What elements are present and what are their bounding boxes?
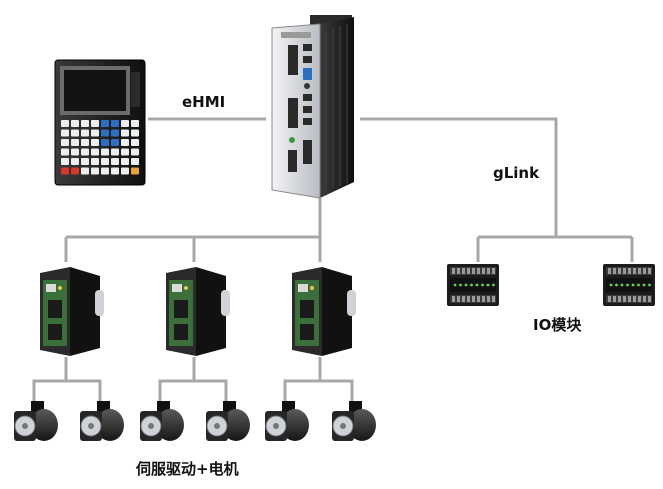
hmi-key [131, 139, 139, 146]
hmi-key [121, 120, 129, 127]
hmi-key [131, 148, 139, 156]
hmi-key [101, 148, 109, 156]
servo-motor [206, 401, 250, 441]
hmi-key [131, 120, 139, 127]
hmi-key [111, 120, 119, 127]
hmi-key [121, 167, 129, 175]
hmi-key [61, 167, 69, 175]
hmi-key [71, 167, 79, 175]
hmi-keypad [61, 120, 139, 175]
servo-motors [14, 401, 376, 441]
io-module [603, 264, 655, 306]
hmi-key [101, 167, 109, 175]
hmi-key [91, 129, 99, 137]
motor-branch-1 [32, 357, 68, 404]
hmi-key [131, 158, 139, 165]
motion-controller [271, 15, 354, 199]
hmi-key [61, 139, 69, 146]
hmi-key [91, 158, 99, 165]
io-module [447, 264, 499, 306]
io-modules-label: IO模块 [533, 316, 582, 334]
hmi-key [91, 167, 99, 175]
hmi-key [81, 129, 89, 137]
motor-branch-2 [158, 357, 196, 404]
hmi-key [71, 129, 79, 137]
motor-branch-2b [194, 379, 228, 404]
hmi-key [111, 158, 119, 165]
servo-drive [40, 267, 104, 356]
hmi-key [121, 129, 129, 137]
hmi-panel [54, 59, 146, 186]
hmi-key [101, 120, 109, 127]
hmi-key [71, 148, 79, 156]
ehmi-label: eHMI [182, 93, 226, 111]
servo-drives [40, 267, 356, 356]
hmi-key [131, 167, 139, 175]
motor-branch-3 [283, 357, 322, 404]
motor-branch-1b [66, 379, 102, 404]
hmi-key [81, 120, 89, 127]
servo-motor [332, 401, 376, 441]
hmi-key [111, 167, 119, 175]
hmi-key [61, 120, 69, 127]
hmi-key [71, 158, 79, 165]
hmi-key [131, 129, 139, 137]
hmi-key [101, 158, 109, 165]
servo-motor [80, 401, 124, 441]
motor-branch-3b [320, 379, 354, 404]
servo-motor [265, 401, 309, 441]
servo-motor-label: 伺服驱动+电机 [136, 460, 239, 478]
hmi-key [121, 139, 129, 146]
hmi-key [91, 139, 99, 146]
servo-motor [140, 401, 184, 441]
hmi-key [61, 129, 69, 137]
hmi-key [91, 148, 99, 156]
servo-motor [14, 401, 58, 441]
hmi-key [111, 139, 119, 146]
hmi-key [71, 139, 79, 146]
hmi-key [81, 139, 89, 146]
hmi-key [81, 158, 89, 165]
glink-label: gLink [493, 164, 540, 182]
glink-link [360, 117, 558, 237]
hmi-key [81, 148, 89, 156]
hmi-key [111, 129, 119, 137]
hmi-key [121, 148, 129, 156]
hmi-key [61, 148, 69, 156]
hmi-key [81, 167, 89, 175]
hmi-key [121, 158, 129, 165]
hmi-key [101, 129, 109, 137]
hmi-key [61, 158, 69, 165]
hmi-key [71, 120, 79, 127]
servo-drive [166, 267, 230, 356]
hmi-key [91, 120, 99, 127]
connection-lines [32, 117, 634, 404]
hmi-key [101, 139, 109, 146]
servo-drive [292, 267, 356, 356]
hmi-key [111, 148, 119, 156]
io-modules [447, 264, 655, 306]
